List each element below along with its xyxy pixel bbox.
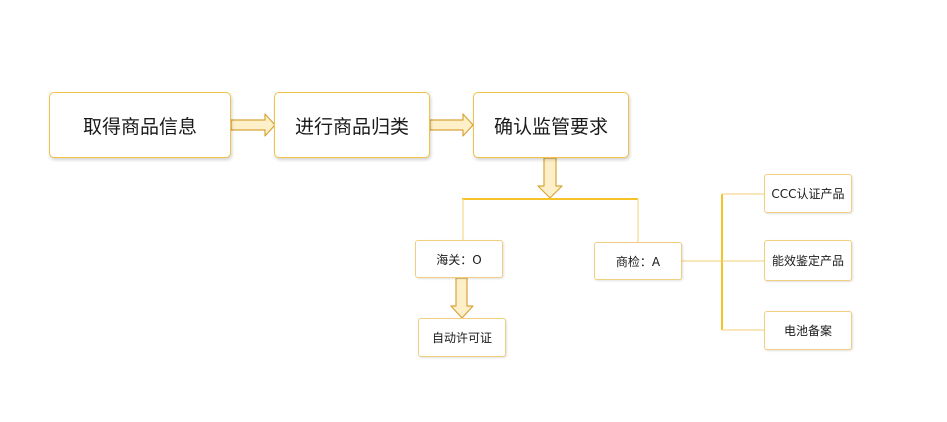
node-energy-product: 能效鉴定产品 xyxy=(764,240,852,281)
node-get-product-info: 取得商品信息 xyxy=(49,92,231,158)
node-customs: 海关：O xyxy=(415,240,503,278)
node-battery-filing: 电池备案 xyxy=(764,311,852,350)
node-confirm-regulation: 确认监管要求 xyxy=(473,92,629,158)
arrow-customs-to-license xyxy=(450,277,474,319)
node-auto-license: 自动许可证 xyxy=(418,318,506,357)
arrow-confirm-down xyxy=(537,157,563,199)
node-inspection: 商检：A xyxy=(594,242,682,280)
node-classify-product: 进行商品归类 xyxy=(274,92,430,158)
arrow-classify-to-confirm xyxy=(429,113,474,137)
arrow-get-to-classify xyxy=(230,113,276,137)
node-ccc-product: CCC认证产品 xyxy=(764,174,852,213)
